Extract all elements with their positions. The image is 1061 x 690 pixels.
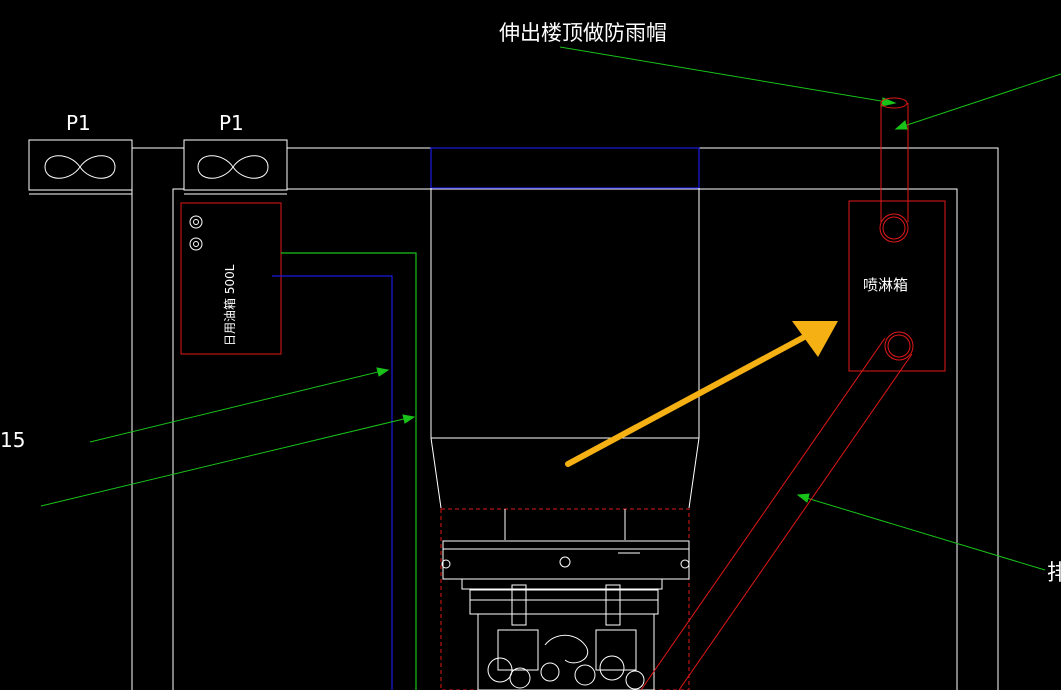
spray-box [848, 200, 946, 372]
fan-right-label: P1 [219, 111, 244, 135]
callout-arrow-icon [565, 321, 838, 467]
fan-left-label: P1 [66, 111, 91, 135]
fan-icon [44, 155, 116, 179]
room-outline [131, 147, 999, 690]
chimney-note: 伸出楼顶做防雨帽 [499, 21, 667, 45]
fuel-pipe-blue [272, 275, 393, 690]
fuel-pipe-green [281, 252, 417, 690]
spray-box-label: 喷淋箱 [863, 276, 908, 294]
fan-icon [197, 155, 269, 179]
leader-lines [40, 46, 1061, 571]
generator-housing [430, 188, 700, 509]
fan-unit-left [28, 139, 133, 195]
pipe-port-icon [189, 215, 203, 251]
exhaust-system [640, 97, 946, 690]
outer-wall [131, 147, 999, 690]
right-cut-label: 排 [1047, 561, 1061, 586]
fuel-tank: 日用油箱 500L [180, 202, 282, 355]
air-vent [430, 147, 700, 189]
left-cut-label: 15 [0, 428, 25, 452]
fan-unit-right [183, 139, 288, 195]
inner-wall [172, 188, 958, 690]
fuel-tank-label: 日用油箱 500L [222, 264, 237, 346]
generator-set [440, 508, 690, 690]
